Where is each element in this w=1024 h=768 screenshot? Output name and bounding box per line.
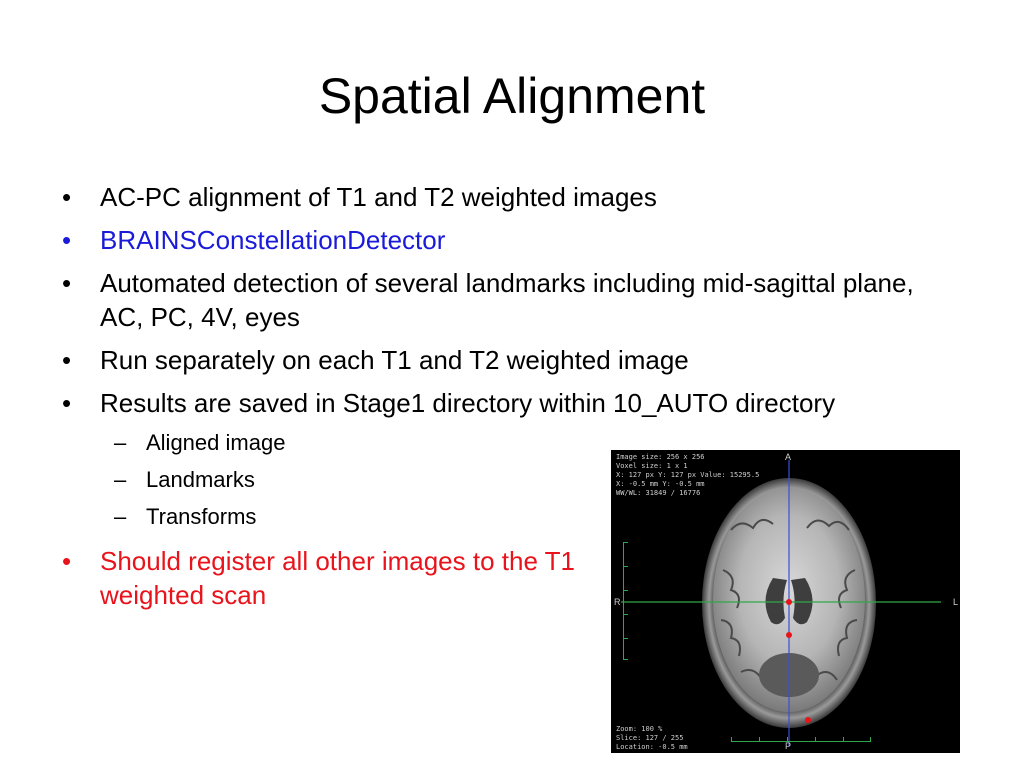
info-mm-position: X: -0.5 mm Y: -0.5 mm: [616, 480, 705, 488]
bullet-acpc: AC-PC alignment of T1 and T2 weighted im…: [60, 180, 960, 214]
orientation-left: L: [953, 597, 959, 607]
orientation-posterior: P: [785, 741, 792, 751]
left-ventricle: [765, 578, 787, 625]
image-footer-overlay: Zoom: 100 % Slice: 127 / 255 Location: -…: [616, 725, 688, 752]
sub-bullet-aligned-image: Aligned image: [106, 424, 960, 461]
image-info-overlay: Image size: 256 x 256 Voxel size: 1 x 1 …: [616, 453, 759, 498]
horizontal-scale-ruler: [731, 737, 871, 742]
sub-bullet-landmarks: Landmarks: [106, 461, 960, 498]
bullet-run-separately: Run separately on each T1 and T2 weighte…: [60, 343, 960, 377]
sub-bullet-list: Aligned image Landmarks Transforms: [106, 424, 960, 535]
footer-zoom: Zoom: 100 %: [616, 725, 663, 733]
vertical-scale-ruler: [623, 542, 628, 660]
bullet-results-text: Results are saved in Stage1 directory wi…: [100, 388, 836, 418]
right-ventricle: [791, 578, 813, 625]
info-pixel-value: X: 127 px Y: 127 px Value: 15295.5: [616, 471, 760, 479]
mri-viewer: Image size: 256 x 256 Voxel size: 1 x 1 …: [611, 450, 960, 753]
bullet-automated-detection: Automated detection of several landmarks…: [60, 266, 960, 334]
bullet-results-saved: Results are saved in Stage1 directory wi…: [60, 386, 960, 535]
footer-slice: Slice: 127 / 255: [616, 734, 684, 742]
orientation-anterior: A: [785, 452, 792, 462]
landmark-pc: [786, 632, 792, 638]
footer-location: Location: -0.5 mm: [616, 743, 688, 751]
orientation-right: R: [614, 597, 621, 607]
sub-bullet-transforms: Transforms: [106, 498, 960, 535]
landmark-ac: [786, 599, 792, 605]
info-voxel-size: Voxel size: 1 x 1: [616, 462, 688, 470]
info-image-size: Image size: 256 x 256: [616, 453, 705, 461]
bullet-register: Should register all other images to the …: [60, 544, 580, 612]
slide-title: Spatial Alignment: [318, 68, 706, 124]
bullet-brains-constellation: BRAINSConstellationDetector: [60, 223, 960, 257]
brain-axial-slice: [621, 460, 941, 746]
info-window-level: WW/WL: 31849 / 16776: [616, 489, 701, 497]
landmark-4v: [805, 717, 811, 723]
bullet-list: AC-PC alignment of T1 and T2 weighted im…: [60, 180, 960, 621]
